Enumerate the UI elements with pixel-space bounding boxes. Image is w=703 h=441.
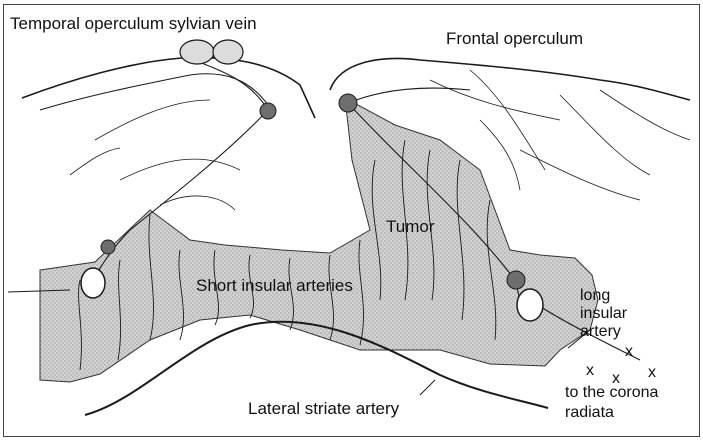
lateral-striate-pointer [420,380,435,395]
vessel-dot-left-insula [101,240,115,254]
temporal-operculum-sulcus [40,74,268,110]
label-long-insular-line2: insular [580,305,627,323]
temporal-operculum-gyrus [70,100,240,210]
label-frontal-operculum: Frontal operculum [446,30,583,47]
label-lateral-striate-artery: Lateral striate artery [248,400,399,417]
label-temporal-operculum: Temporal operculum sylvian vein [10,15,257,32]
vessel-dot-frontal [339,94,357,112]
vessel-dot-right-insula [507,271,525,289]
label-short-insular-arteries: Short insular arteries [196,277,353,294]
label-corona-line2: radiata [565,404,614,422]
label-long-insular-line1: long [580,287,610,305]
right-insular-vein-ellipse [517,289,543,321]
label-corona-line1: to the corona [565,384,658,402]
vessel-dot-temporal [260,103,276,119]
label-long-insular-line3: artery [580,323,621,341]
sylvian-vein-ellipse-left [180,40,214,64]
label-tumor: Tumor [386,218,435,235]
frontal-operculum-outline [330,59,690,100]
left-insular-vein-ellipse [81,268,105,298]
marker-x-4: x [648,364,656,382]
sylvian-vein-ellipse-right [213,40,243,64]
marker-x-1: x [625,343,633,361]
marker-x-2: x [586,362,594,380]
tumor-region [40,98,598,382]
